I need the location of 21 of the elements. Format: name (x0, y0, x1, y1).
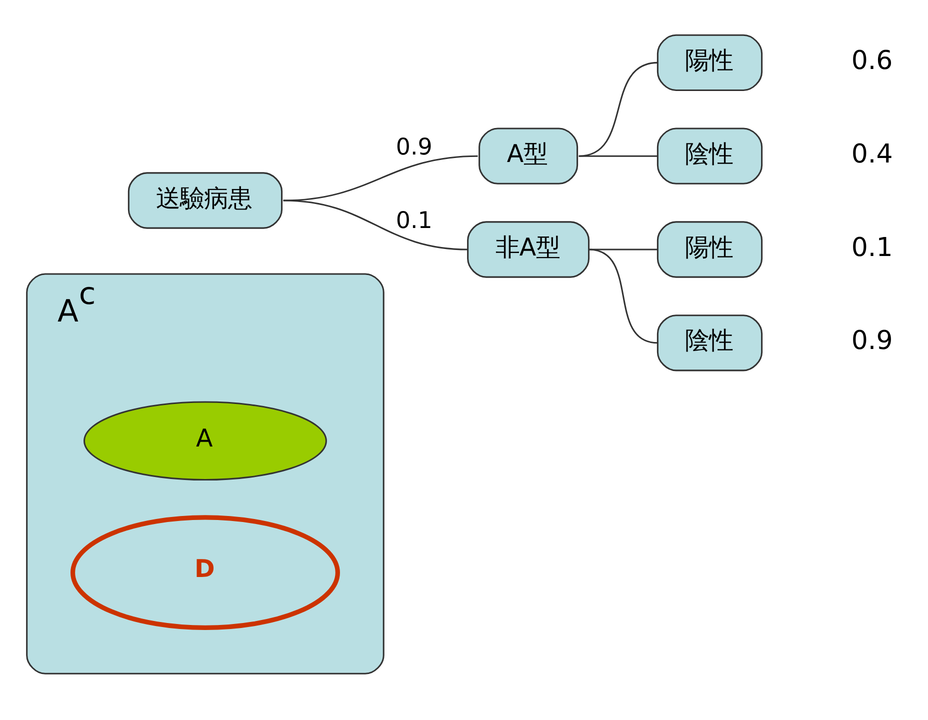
node-box: 陽性 (656, 220, 763, 278)
node-box: 陽性 (656, 34, 763, 90)
node-box: 送驗病患 (128, 172, 283, 228)
connector (588, 248, 658, 344)
edge-label: 0.1 (396, 208, 432, 234)
node-box: 非A型 (467, 220, 590, 278)
connector (588, 248, 658, 250)
node-label: 0.4 (851, 138, 893, 169)
connector (578, 154, 658, 156)
node-box: 陰性 (656, 127, 763, 184)
node-ellipse: D (70, 514, 340, 630)
node-ellipse: A (84, 400, 327, 480)
node-box: A型 (478, 127, 578, 184)
connector (283, 154, 478, 201)
node-label: 0.1 (851, 232, 893, 262)
node-label: 0.9 (851, 326, 893, 356)
node-label: 0.6 (851, 45, 893, 76)
edge-label: 0.9 (396, 134, 432, 160)
connector (578, 61, 658, 156)
node-box: 陰性 (656, 314, 763, 371)
connector (283, 199, 468, 250)
